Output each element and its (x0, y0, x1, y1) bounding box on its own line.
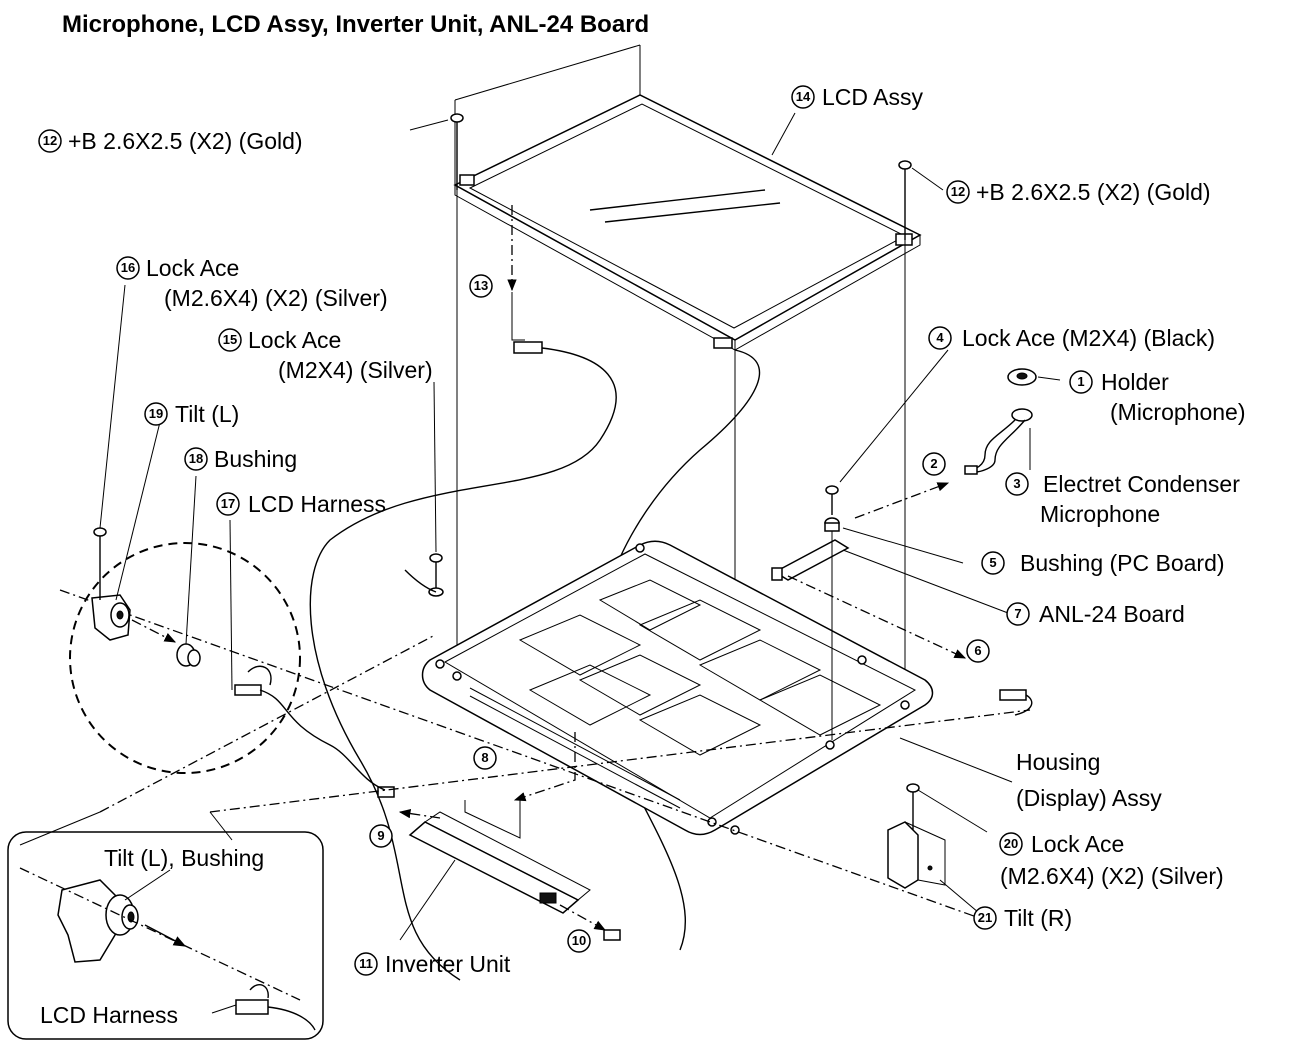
label-electret-line1: Electret Condenser (1043, 471, 1240, 497)
tilt-l (91, 527, 131, 641)
svg-text:5: 5 (989, 555, 996, 570)
inset-label-lcd-harness: LCD Harness (40, 1002, 178, 1028)
svg-text:14: 14 (796, 89, 811, 104)
label-holder-line2: (Microphone) (1110, 399, 1246, 425)
callout-21: 21 (973, 906, 997, 930)
svg-text:20: 20 (1004, 836, 1018, 851)
screw-4 (825, 485, 839, 515)
lcd-assy-panel (453, 44, 922, 351)
svg-text:15: 15 (223, 332, 237, 347)
svg-text:3: 3 (1013, 476, 1020, 491)
inset-detail-box (7, 831, 324, 1040)
svg-text:10: 10 (572, 933, 586, 948)
inset-label-tilt-bushing: Tilt (L), Bushing (104, 845, 264, 871)
callout-18: 18 (184, 447, 208, 471)
label-inverter-unit: Inverter Unit (385, 951, 511, 977)
svg-text:16: 16 (121, 260, 135, 275)
callout-14: 14 (791, 85, 815, 109)
label-housing-line1: Housing (1016, 749, 1100, 775)
callout-2: 2 (922, 452, 946, 476)
svg-text:4: 4 (936, 330, 944, 345)
label-lock-ace-16-line1: Lock Ace (146, 255, 239, 281)
callout-13: 13 (469, 274, 493, 298)
callout-17: 17 (216, 492, 240, 516)
svg-text:2: 2 (930, 456, 937, 471)
svg-text:12: 12 (951, 184, 965, 199)
svg-text:12: 12 (43, 133, 57, 148)
label-lock-ace-16-line2: (M2.6X4) (X2) (Silver) (164, 285, 388, 311)
tilt-r (887, 783, 946, 889)
label-tilt-r: Tilt (R) (1004, 905, 1072, 931)
label-tilt-l: Tilt (L) (175, 401, 239, 427)
label-holder-line1: Holder (1101, 369, 1169, 395)
callout-12-left: 12 (38, 129, 62, 153)
svg-text:1: 1 (1077, 374, 1084, 389)
svg-text:18: 18 (189, 451, 203, 466)
callout-8: 8 (473, 746, 497, 770)
svg-text:6: 6 (974, 643, 981, 658)
svg-text:9: 9 (377, 828, 384, 843)
callout-15: 15 (218, 328, 242, 352)
electret-microphone (964, 408, 1033, 475)
label-lcd-assy: LCD Assy (822, 84, 923, 110)
callout-9: 9 (369, 824, 393, 848)
label-anl-24-board: ANL-24 Board (1039, 601, 1185, 627)
callout-19: 19 (144, 402, 168, 426)
svg-text:21: 21 (978, 910, 992, 925)
callout-11: 11 (354, 952, 378, 976)
label-lock-ace-20-line2: (M2.6X4) (X2) (Silver) (1000, 863, 1224, 889)
label-electret-line2: Microphone (1040, 501, 1160, 527)
callout-1: 1 (1069, 370, 1093, 394)
screw-12-left (450, 113, 464, 190)
screw-12-right (898, 160, 912, 240)
label-lock-ace-15-line1: Lock Ace (248, 327, 341, 353)
label-housing-line2: (Display) Assy (1016, 785, 1162, 811)
callout-5: 5 (981, 551, 1005, 575)
label-screw-12-right: +B 2.6X2.5 (X2) (Gold) (976, 179, 1211, 205)
label-lock-ace-4: Lock Ace (M2X4) (Black) (962, 325, 1215, 351)
lcd-harness-connector (234, 665, 386, 791)
svg-text:13: 13 (474, 278, 488, 293)
callout-16: 16 (116, 256, 140, 280)
microphone-holder (1007, 368, 1037, 386)
bushing-5 (824, 517, 840, 532)
label-lock-ace-20-line1: Lock Ace (1031, 831, 1124, 857)
svg-text:7: 7 (1014, 606, 1021, 621)
callout-6: 6 (966, 639, 990, 663)
bushing-18 (176, 643, 201, 667)
label-lcd-harness: LCD Harness (248, 491, 386, 517)
inverter-unit (408, 811, 591, 914)
label-screw-12-left: +B 2.6X2.5 (X2) (Gold) (68, 128, 303, 154)
anl-24-board (771, 539, 850, 581)
diagram-title: Microphone, LCD Assy, Inverter Unit, ANL… (62, 11, 649, 38)
callout-7: 7 (1006, 602, 1030, 626)
label-lock-ace-15-line2: (M2X4) (Silver) (278, 357, 433, 383)
svg-text:11: 11 (359, 956, 373, 971)
svg-text:17: 17 (221, 496, 235, 511)
callout-10: 10 (567, 929, 591, 953)
callout-12-right: 12 (946, 180, 970, 204)
svg-text:19: 19 (149, 406, 163, 421)
label-bushing-pc-board: Bushing (PC Board) (1020, 550, 1225, 576)
callout-20: 20 (999, 832, 1023, 856)
svg-text:8: 8 (481, 750, 488, 765)
callout-3: 3 (1005, 472, 1029, 496)
callout-4: 4 (928, 326, 952, 350)
label-bushing: Bushing (214, 446, 297, 472)
housing-display-assy (421, 540, 934, 836)
